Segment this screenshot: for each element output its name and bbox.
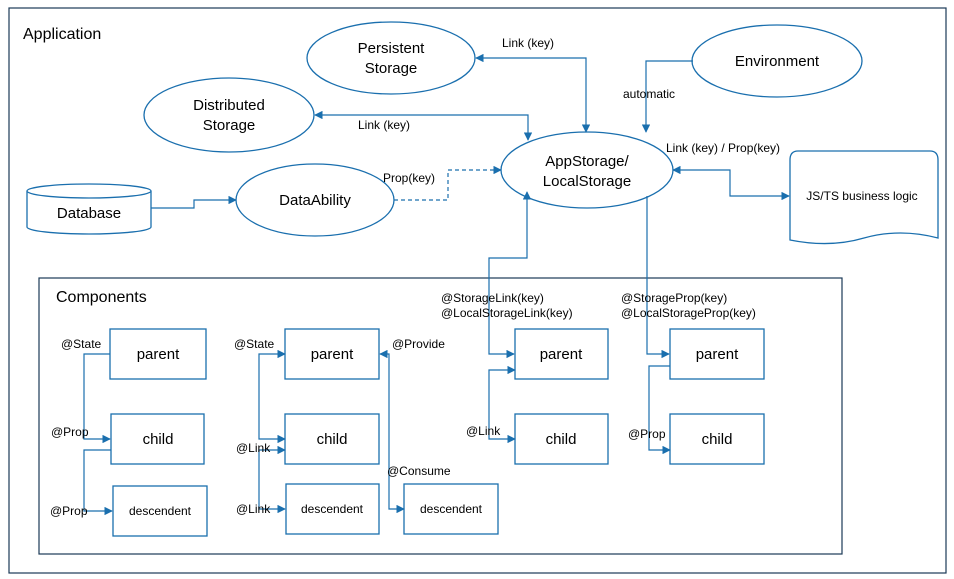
group5-prop-label: @Prop [628,427,666,441]
group1-child-box [110,413,205,465]
group-3: descendent @Provide @Consume [379,337,499,535]
storage-prop-connector [646,196,670,359]
prop-key-label: Prop(key) [383,171,435,185]
group-4: parent child @Link [466,328,609,465]
group5-parent-label: parent [696,346,739,363]
environment-label: Environment [735,53,820,70]
group4-parent-label: parent [540,346,583,363]
group1-state-label: @State [61,337,102,351]
appstorage-node: AppStorage/ LocalStorage [500,131,674,209]
group3-provide-label: @Provide [392,337,445,351]
group2-link-label-1: @Link [236,441,271,455]
business-logic-connector [672,165,790,201]
group2-link-label-2: @Link [236,502,271,516]
group3-descendent-box [403,483,499,535]
storage-link-label-1: @StorageLink(key) [441,291,544,305]
components-frame [38,277,843,555]
group1-parent-label: parent [137,346,180,363]
storage-link-connector [488,191,532,359]
persistent-storage-line2: Storage [365,60,418,77]
business-logic-label: JS/TS business logic [806,189,917,203]
group2-child-label: child [317,431,348,448]
database-connector [151,195,237,209]
dataability-node: DataAbility [235,163,395,237]
group5-child-box [669,413,765,465]
link-persistent-connector [475,53,591,133]
group3-descendent-label: descendent [420,502,483,516]
storage-prop-label-2: @LocalStorageProp(key) [621,306,756,320]
group4-link-label: @Link [466,424,501,438]
group2-descendent-label: descendent [301,502,364,516]
group1-prop-label-1: @Prop [51,425,89,439]
dataability-label: DataAbility [279,192,351,209]
storage-link-label-2: @LocalStorageLink(key) [441,306,573,320]
group2-child-box [284,413,380,465]
link-key-distributed-label: Link (key) [358,118,410,132]
application-frame [8,7,947,574]
group1-prop-label-2: @Prop [50,504,88,518]
group5-parent-box [669,328,765,380]
distributed-storage-line2: Storage [203,117,256,134]
persistent-storage-node: Persistent Storage [306,21,476,95]
appstorage-line1: AppStorage/ [545,153,629,170]
group1-descendent-label: descendent [129,504,192,518]
group-5: parent child @Prop [628,328,765,465]
distributed-storage-line1: Distributed [193,97,265,114]
group4-child-box [514,413,609,465]
environment-connector [641,60,693,133]
storage-prop-label-1: @StorageProp(key) [621,291,727,305]
group2-parent-label: parent [311,346,354,363]
appstorage-line2: LocalStorage [543,173,631,190]
group-1: parent child descendent @State @Prop @Pr… [50,328,208,537]
link-prop-key-label: Link (key) / Prop(key) [666,141,780,155]
group5-child-label: child [702,431,733,448]
components-label: Components [56,289,147,306]
group4-child-label: child [546,431,577,448]
group2-parent-box [284,328,380,380]
group2-state-label: @State [234,337,275,351]
link-distributed-connector [314,110,533,141]
persistent-storage-line1: Persistent [358,40,426,57]
business-logic-node: JS/TS business logic [789,150,939,245]
link-key-persistent-label: Link (key) [502,36,554,50]
distributed-storage-node: Distributed Storage [143,77,315,153]
group-2: parent child descendent @State @Link @Li… [234,328,380,535]
environment-node: Environment [691,24,863,98]
group1-child-label: child [143,431,174,448]
group2-descendent-box [285,483,380,535]
group3-consume-label: @Consume [387,464,451,478]
database-node: Database [26,183,152,235]
automatic-label: automatic [623,87,675,101]
application-label: Application [23,26,101,43]
database-label: Database [57,205,121,222]
group4-parent-box [514,328,609,380]
group1-descendent-box [112,485,208,537]
